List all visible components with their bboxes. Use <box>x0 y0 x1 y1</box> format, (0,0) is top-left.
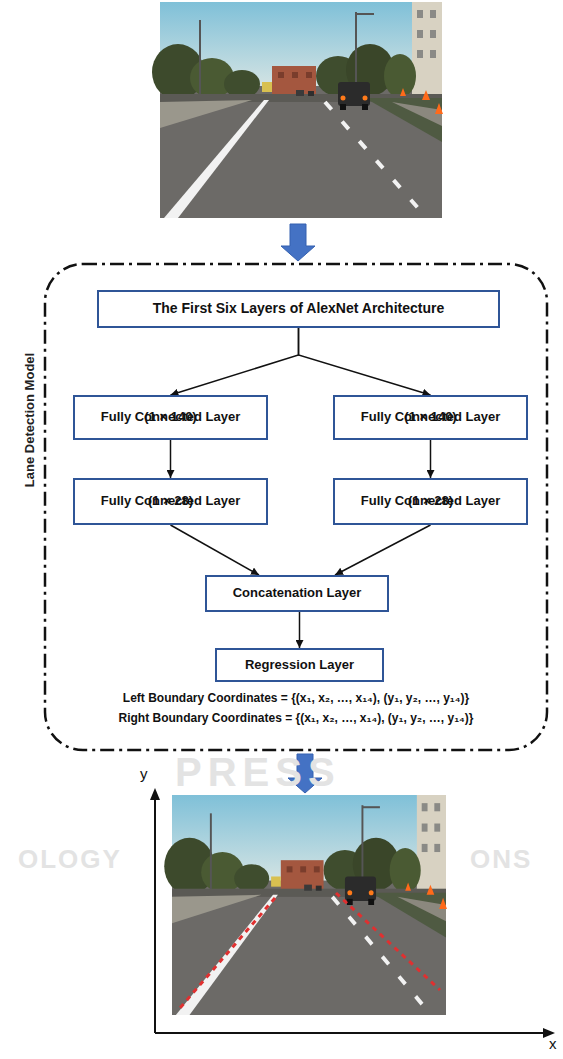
flow-connector <box>171 328 299 395</box>
axis-arrowhead <box>150 788 160 800</box>
layer-box: Fully Connected Layer(1 × 140) <box>333 395 528 440</box>
layer-box: The First Six Layers of AlexNet Architec… <box>97 290 500 328</box>
watermark: OLOGY <box>18 846 122 872</box>
axis-label: y <box>140 766 148 781</box>
panel-title: Lane Detection Model <box>22 330 38 510</box>
layer-box: Fully Connected Layer(1 × 28) <box>333 478 528 525</box>
flow-connector <box>299 328 431 395</box>
flow-connector <box>170 440 172 478</box>
output-road-image <box>164 795 447 1015</box>
axis-label: x <box>549 1036 557 1051</box>
flow-arrow <box>281 224 315 261</box>
flow-connector <box>171 525 260 575</box>
layer-box: Concatenation Layer <box>205 575 389 612</box>
layer-name: The First Six Layers of AlexNet Architec… <box>153 300 445 318</box>
layer-size: (1 × 140) <box>144 409 196 425</box>
layer-box: Fully Connected Layer(1 × 28) <box>73 478 268 525</box>
output-coordinates: Left Boundary Coordinates = {(x₁, x₂, …,… <box>45 690 547 706</box>
panel-border <box>45 264 547 750</box>
layer-size: (1 × 140) <box>404 409 456 425</box>
layer-name: Regression Layer <box>245 657 354 673</box>
layer-size: (1 × 28) <box>408 493 453 509</box>
watermark: PRESS <box>175 752 341 792</box>
input-road-image <box>152 2 443 218</box>
layer-size: (1 × 28) <box>148 493 193 509</box>
x-axis <box>155 1032 545 1034</box>
axes <box>150 788 555 1038</box>
flow-connector <box>335 525 431 575</box>
layer-box: Regression Layer <box>215 648 384 682</box>
layer-box: Fully Connected Layer(1 × 140) <box>73 395 268 440</box>
layer-name: Concatenation Layer <box>233 585 362 601</box>
detected-right-boundary <box>336 893 440 990</box>
output-coordinates: Right Boundary Coordinates = {(x₁, x₂, …… <box>45 710 547 726</box>
detected-left-boundary <box>180 898 275 1008</box>
watermark: ONS <box>470 846 532 872</box>
model-panel: The First Six Layers of AlexNet Architec… <box>18 262 548 752</box>
flow-connector <box>299 612 301 648</box>
flow-connector <box>430 440 432 478</box>
output-photo <box>164 795 447 1015</box>
y-axis <box>154 798 156 1033</box>
